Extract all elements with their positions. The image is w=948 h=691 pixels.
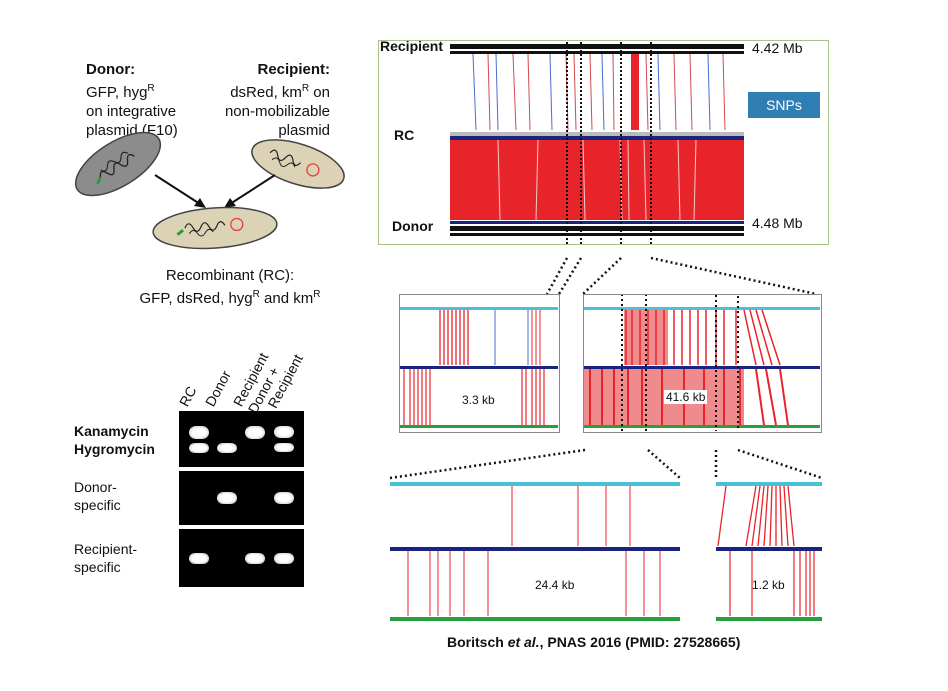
gel-panel-donor-specific <box>179 471 304 525</box>
band <box>245 553 265 564</box>
recipient-description: Recipient: dsRed, kmR on non-mobilizable… <box>206 60 330 140</box>
row-label-recipient-specific: Recipient- specific <box>74 541 138 575</box>
band <box>189 443 209 453</box>
recipient-line-3: plasmid <box>278 122 330 139</box>
zoom-label-24-4kb: 24.4 kb <box>535 578 575 592</box>
zoom-label-1-2kb: 1.2 kb <box>752 578 785 592</box>
bacteria-schematic <box>74 131 345 250</box>
zoom-panel-24-4kb-tracks <box>390 482 680 621</box>
track-label-rc: RC <box>394 127 415 143</box>
band <box>245 426 265 439</box>
donor-cell <box>74 131 162 197</box>
donor-title: Donor: <box>86 61 136 78</box>
donor-genome-size: 4.48 Mb <box>752 215 803 231</box>
band <box>217 492 237 504</box>
row-label-donor-specific: Donor- specific <box>74 479 121 513</box>
band <box>217 443 237 453</box>
gel-panel-recipient-specific <box>179 529 304 587</box>
band <box>274 553 294 564</box>
row-label-kanamycin: Kanamycin <box>74 423 149 439</box>
track-label-recipient: Recipient <box>380 38 444 54</box>
citation: Boritsch et al., PNAS 2016 (PMID: 275286… <box>447 634 741 650</box>
snps-badge: SNPs <box>748 92 820 118</box>
recipient-line-1: dsRed, kmR on <box>230 83 330 101</box>
donor-description: Donor: GFP, hygR on integrative plasmid … <box>86 60 178 140</box>
zoom-label-3-3kb: 3.3 kb <box>462 393 495 407</box>
donor-line-1: GFP, hygR <box>86 83 155 101</box>
zoom-panel-1-2kb-tracks <box>716 482 822 621</box>
row-label-hygromycin: Hygromycin <box>74 441 155 457</box>
band <box>189 426 209 439</box>
recombinant-line-1: Recombinant (RC): <box>165 267 295 284</box>
band <box>189 553 209 564</box>
zoom-label-41-6kb: 41.6 kb <box>664 390 708 404</box>
band <box>274 426 294 438</box>
band <box>274 492 294 504</box>
recipient-cell <box>251 139 345 189</box>
genome-alignment <box>450 40 744 245</box>
zoom-panel-41-6kb-tracks <box>584 295 820 431</box>
recombinant-cell <box>152 206 278 250</box>
recipient-line-2: non-mobilizable <box>224 103 330 120</box>
recombinant-line-2: GFP, dsRed, hygR and kmR <box>139 289 321 307</box>
recombinant-description: Recombinant (RC): GFP, dsRed, hygR and k… <box>100 266 360 308</box>
donor-line-2: on integrative <box>86 103 177 120</box>
track-label-donor: Donor <box>392 218 434 234</box>
band <box>274 443 294 452</box>
recipient-title: Recipient: <box>257 61 330 78</box>
zoom-panel-3-3kb-tracks <box>400 307 558 428</box>
recipient-genome-size: 4.42 Mb <box>752 40 803 56</box>
gel-panel-resistance <box>179 411 304 467</box>
